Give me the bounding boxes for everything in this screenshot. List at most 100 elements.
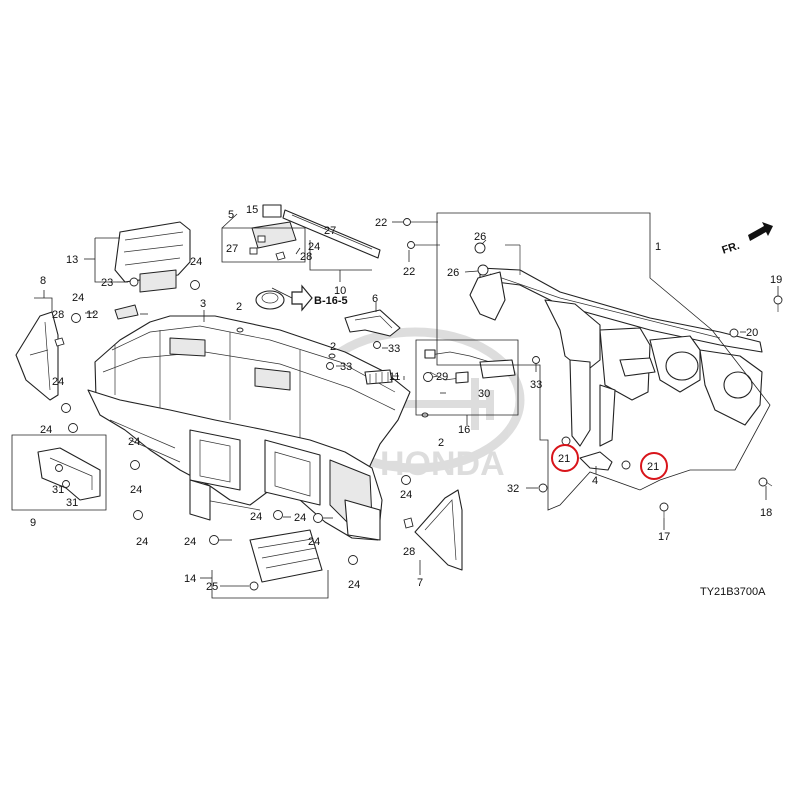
speaker-grille bbox=[255, 290, 285, 310]
callout-12: 12 bbox=[86, 309, 98, 321]
fasteners bbox=[54, 218, 783, 591]
callout-24e: 24 bbox=[128, 436, 140, 448]
callout-24i: 24 bbox=[250, 511, 262, 523]
bolt-17-icon bbox=[659, 502, 669, 518]
callout-28a: 28 bbox=[52, 309, 64, 321]
nut-24-icon bbox=[61, 280, 411, 565]
callout-16: 16 bbox=[458, 424, 470, 436]
left-bracket bbox=[37, 447, 101, 501]
callout-24c: 24 bbox=[52, 376, 64, 388]
dashboard-lower-panel bbox=[87, 389, 383, 541]
reference-label: B-16-5 bbox=[314, 295, 348, 307]
nut-26-lower-icon bbox=[477, 264, 489, 276]
callout-32: 32 bbox=[507, 483, 519, 495]
callout-10: 10 bbox=[334, 285, 346, 297]
steering-hanger-beam bbox=[469, 244, 763, 447]
clip-2a-icon bbox=[236, 327, 244, 333]
bolt-23-icon bbox=[129, 277, 139, 287]
callout-24l: 24 bbox=[348, 579, 360, 591]
callout-2c: 2 bbox=[438, 437, 444, 449]
callout-2b: 2 bbox=[330, 341, 336, 353]
front-arrow-icon bbox=[748, 222, 773, 241]
callout-24h: 24 bbox=[184, 536, 196, 548]
callout-8: 8 bbox=[40, 275, 46, 287]
callout-5: 5 bbox=[228, 209, 234, 221]
callout-17: 17 bbox=[658, 531, 670, 543]
callout-7: 7 bbox=[417, 577, 423, 589]
callout-27b: 27 bbox=[324, 225, 336, 237]
callout-24g: 24 bbox=[136, 536, 148, 548]
callout-26a: 26 bbox=[474, 231, 486, 243]
callout-23: 23 bbox=[101, 277, 113, 289]
callout-19: 19 bbox=[770, 274, 782, 286]
bolt-18-icon bbox=[758, 477, 773, 487]
callout-24a: 24 bbox=[190, 256, 202, 268]
callout-33c: 33 bbox=[340, 361, 352, 373]
callout-33b: 33 bbox=[388, 343, 400, 355]
callout-29: 29 bbox=[436, 371, 448, 383]
callout-24k: 24 bbox=[308, 536, 320, 548]
center-vent bbox=[249, 529, 323, 583]
cluster-bracket bbox=[251, 204, 297, 249]
callout-25: 25 bbox=[206, 581, 218, 593]
meter-visor bbox=[344, 309, 401, 337]
callout-31b: 31 bbox=[66, 497, 78, 509]
clip-2b-icon bbox=[328, 353, 336, 359]
clip-28-icon bbox=[54, 251, 414, 529]
callout-30: 30 bbox=[478, 388, 490, 400]
left-side-cover bbox=[15, 311, 59, 401]
upper-trim-bar bbox=[282, 209, 381, 259]
clip-29-icon bbox=[423, 372, 433, 382]
bolt-22-upper-icon bbox=[403, 218, 438, 226]
bolt-32-icon bbox=[538, 483, 548, 493]
highlight-circle-21-left bbox=[551, 444, 579, 472]
clip-33-right-icon bbox=[532, 356, 540, 364]
callout-21a: 21 bbox=[558, 453, 570, 465]
callout-28c: 28 bbox=[403, 546, 415, 558]
callout-13: 13 bbox=[66, 254, 78, 266]
small-clip-12 bbox=[114, 304, 139, 320]
callout-22a: 22 bbox=[375, 217, 387, 229]
group-brackets bbox=[11, 212, 779, 599]
callout-21b: 21 bbox=[647, 461, 659, 473]
center-switch-vent bbox=[364, 369, 393, 385]
clip-33-center-icon bbox=[373, 341, 381, 349]
bolt-22-lower-icon bbox=[407, 241, 440, 249]
callout-4: 4 bbox=[592, 475, 598, 487]
callout-22b: 22 bbox=[403, 266, 415, 278]
bracket-4 bbox=[579, 451, 613, 471]
wiring-harness bbox=[424, 349, 516, 384]
nut-21-right-icon bbox=[621, 460, 631, 470]
callout-3: 3 bbox=[200, 298, 206, 310]
callout-18: 18 bbox=[760, 507, 772, 519]
highlight-circle-21-right bbox=[640, 452, 668, 480]
bolt-20-icon bbox=[729, 328, 739, 338]
callout-24f: 24 bbox=[130, 484, 142, 496]
reference-arrow-icon bbox=[291, 284, 313, 312]
callout-24n: 24 bbox=[308, 241, 320, 253]
callout-24d: 24 bbox=[40, 424, 52, 436]
callout-24m: 24 bbox=[400, 489, 412, 501]
bolt-19-icon bbox=[773, 295, 783, 312]
diagram-code: TY21B3700A bbox=[700, 586, 766, 598]
nut-21-left-icon bbox=[561, 436, 571, 446]
callout-26b: 26 bbox=[447, 267, 459, 279]
callout-33a: 33 bbox=[530, 379, 542, 391]
callout-27a: 27 bbox=[226, 243, 238, 255]
clip-31-icon bbox=[55, 464, 70, 488]
callout-15: 15 bbox=[246, 204, 258, 216]
watermark-text: HONDA bbox=[380, 445, 505, 483]
callout-14: 14 bbox=[184, 573, 196, 585]
callout-24j: 24 bbox=[294, 512, 306, 524]
front-label: FR. bbox=[720, 240, 741, 257]
callout-6: 6 bbox=[372, 293, 378, 305]
clip-33-left-icon bbox=[326, 362, 334, 370]
callout-24b: 24 bbox=[72, 292, 84, 304]
callout-20: 20 bbox=[746, 327, 758, 339]
screw-25-icon bbox=[249, 581, 259, 591]
callout-2a: 2 bbox=[236, 301, 242, 313]
callout-31a: 31 bbox=[52, 484, 64, 496]
glove-box-lid bbox=[414, 489, 463, 571]
